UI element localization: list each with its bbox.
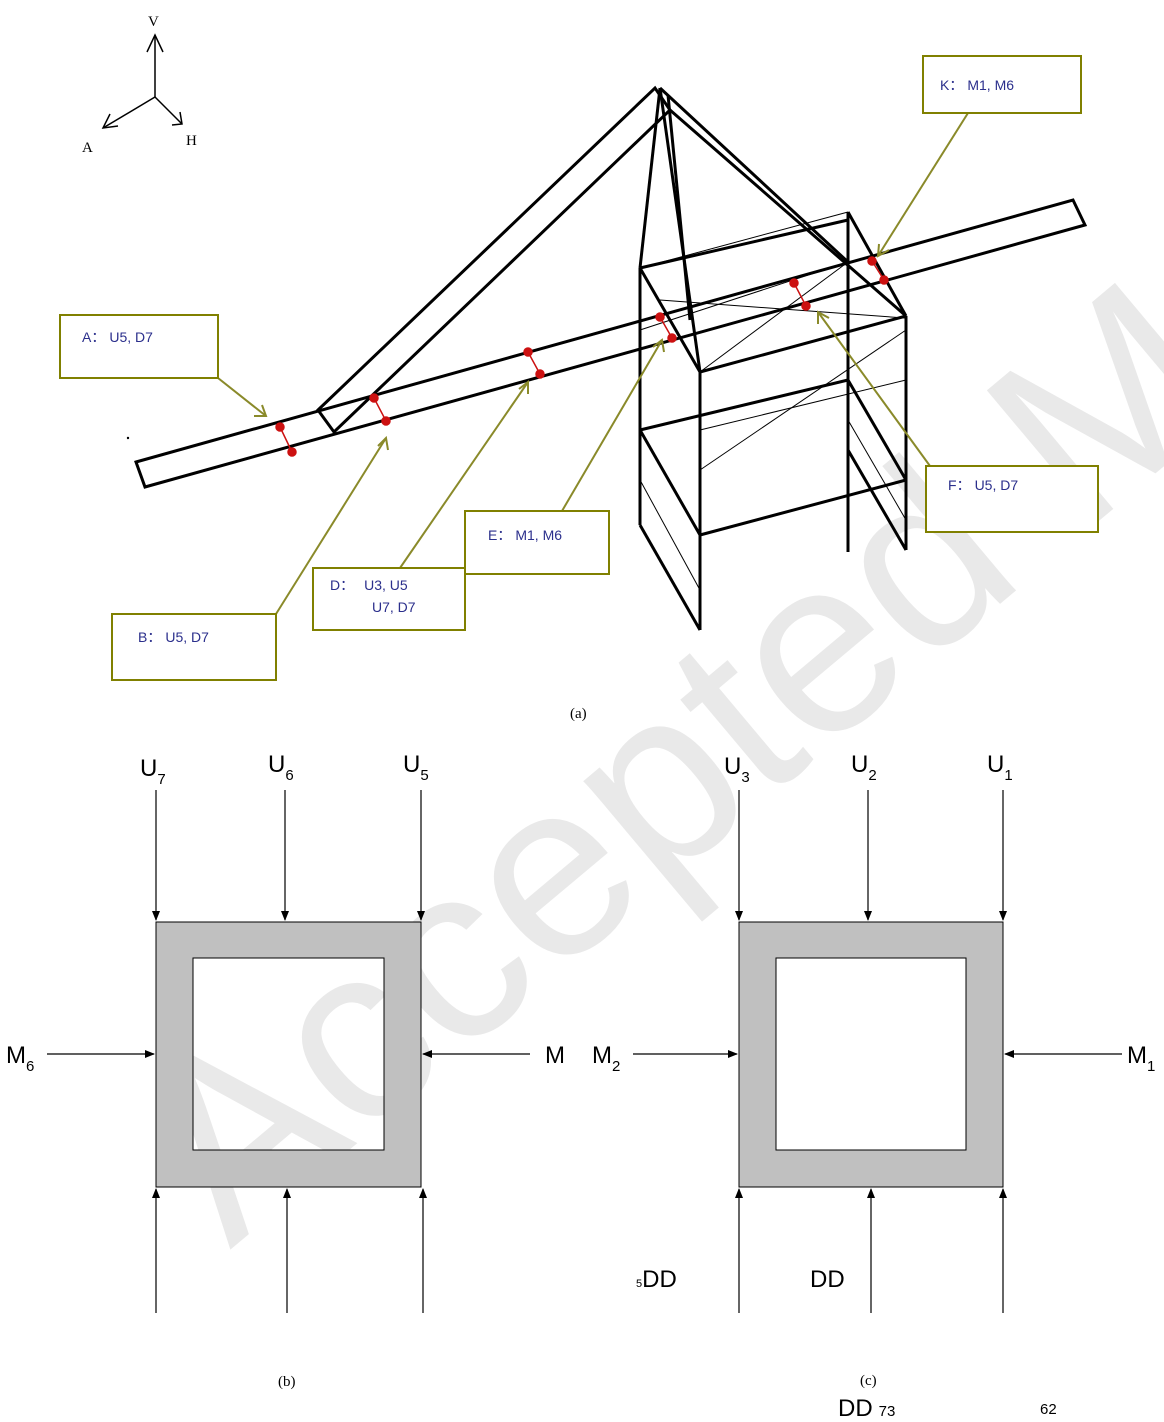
- leader-k: [876, 112, 969, 258]
- callout-box-d: [312, 567, 466, 631]
- axis-label-a: A: [82, 140, 93, 156]
- section-markers: [275, 256, 889, 457]
- panel-b-section: U7 U6 U5 M6 M: [6, 751, 565, 1313]
- leader-a: [217, 377, 268, 417]
- label-c-u3: U3: [724, 753, 750, 786]
- main-beam: [134, 198, 1088, 489]
- tower-bracing: [639, 211, 907, 591]
- label-b-u5: U5: [403, 751, 429, 784]
- callout-box-f: [925, 465, 1099, 533]
- caption-b: (b): [278, 1374, 296, 1390]
- callout-a: A：U5, D7: [82, 329, 153, 345]
- label-b-u6: U6: [268, 751, 294, 784]
- label-c-u2: U2: [851, 751, 877, 784]
- callout-e: E：M1, M6: [488, 527, 562, 543]
- callout-box-b: [111, 613, 277, 681]
- marker-k: [867, 256, 889, 285]
- section-b-box: [155, 921, 422, 1188]
- marker-e: [655, 312, 677, 343]
- leader-e: [561, 338, 665, 512]
- caption-a: (a): [570, 706, 587, 722]
- axis-label-h: H: [186, 133, 197, 149]
- label-b-m6: M6: [6, 1042, 34, 1075]
- callout-box-a: [59, 314, 219, 379]
- leader-d: [399, 379, 529, 569]
- callout-boxes: [59, 55, 1099, 681]
- callout-k: K：M1, M6: [940, 77, 1014, 93]
- marker-a: [275, 422, 297, 457]
- page-number: 62: [1040, 1401, 1057, 1418]
- leader-lines: [217, 112, 969, 615]
- callout-box-e: [464, 510, 610, 575]
- label-c-m2: M2: [592, 1042, 620, 1075]
- section-c-box: [738, 921, 1004, 1188]
- callout-b: B：U5, D7: [138, 629, 209, 645]
- tower-upper: [638, 86, 907, 373]
- callout-d-line1: D：U3, U5: [330, 577, 408, 593]
- leader-b: [275, 435, 389, 615]
- marker-d: [523, 347, 545, 379]
- callout-f: F：U5, D7: [948, 477, 1018, 493]
- label-c-dd-second: DD: [810, 1266, 845, 1293]
- callout-box-k: [922, 55, 1082, 114]
- leader-f: [817, 310, 931, 467]
- label-b-u7: U7: [140, 755, 166, 788]
- marker-f: [789, 278, 811, 311]
- inclined-boom: [316, 85, 672, 435]
- label-c-dd-first: 5DD: [636, 1266, 677, 1293]
- label-c-m1: M1: [1127, 1042, 1155, 1075]
- panel-a-structure: V A H: [59, 14, 1099, 681]
- callout-d-line2: U7, D7: [372, 599, 416, 615]
- marker-b: [369, 393, 391, 426]
- stray-dot: [126, 436, 130, 440]
- axis-triad: [101, 33, 183, 129]
- caption-c: (c): [860, 1373, 877, 1389]
- axis-label-v: V: [148, 14, 159, 30]
- label-b-m: M: [545, 1042, 565, 1069]
- label-c-u1: U1: [987, 751, 1013, 784]
